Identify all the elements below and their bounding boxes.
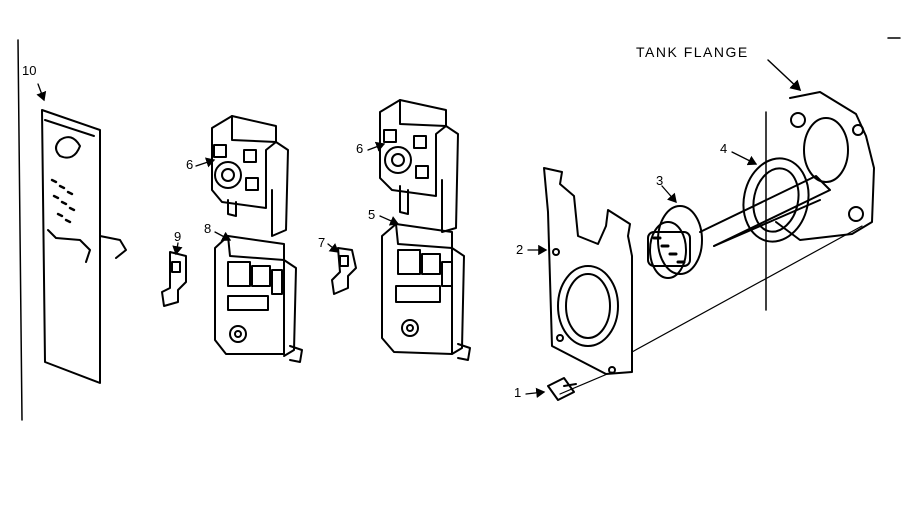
leader-1: [525, 387, 546, 399]
heating-element-part-3: [647, 175, 831, 279]
upper-thermostat-left-part-6: [211, 115, 289, 237]
assembly-guide-line: [631, 225, 863, 353]
leader-7: [327, 243, 340, 253]
mounting-clip-part-7: [331, 247, 357, 295]
screw-guide-line: [559, 371, 613, 395]
insulation-cover-part-10: [41, 109, 127, 384]
callout-6-left: 6: [186, 157, 194, 172]
lower-thermostat-part-8: [214, 235, 303, 363]
callout-9: 9: [174, 229, 182, 244]
mounting-clip-part-9: [161, 251, 187, 307]
upper-thermostat-middle-part-6: [379, 99, 459, 233]
callout-6-middle: 6: [356, 141, 364, 156]
flange-gasket-part-2: [543, 167, 633, 375]
callout-4: 4: [720, 141, 728, 156]
callout-7: 7: [318, 235, 326, 250]
leader-6b: [367, 141, 386, 152]
gasket-ring-part-4: [742, 157, 810, 243]
callout-8: 8: [204, 221, 212, 236]
leader-9: [172, 242, 183, 256]
leader-8: [214, 231, 232, 241]
leader-3: [661, 185, 677, 203]
callout-3: 3: [656, 173, 664, 188]
callout-5: 5: [368, 207, 376, 222]
leader-6a: [195, 157, 216, 168]
callout-10: 10: [22, 63, 37, 78]
callout-2: 2: [516, 242, 524, 257]
lower-thermostat-part-5: [381, 223, 471, 361]
tank-flange-label: TANK FLANGE: [636, 44, 749, 60]
leader-5: [379, 215, 400, 226]
tank-flange: [765, 91, 875, 311]
leader-10: [36, 83, 47, 102]
screw-part-1: [547, 377, 577, 401]
leader-tank-flange: [767, 59, 802, 92]
callout-1: 1: [514, 385, 522, 400]
page-edge-line: [17, 39, 23, 421]
leader-4: [731, 151, 758, 166]
